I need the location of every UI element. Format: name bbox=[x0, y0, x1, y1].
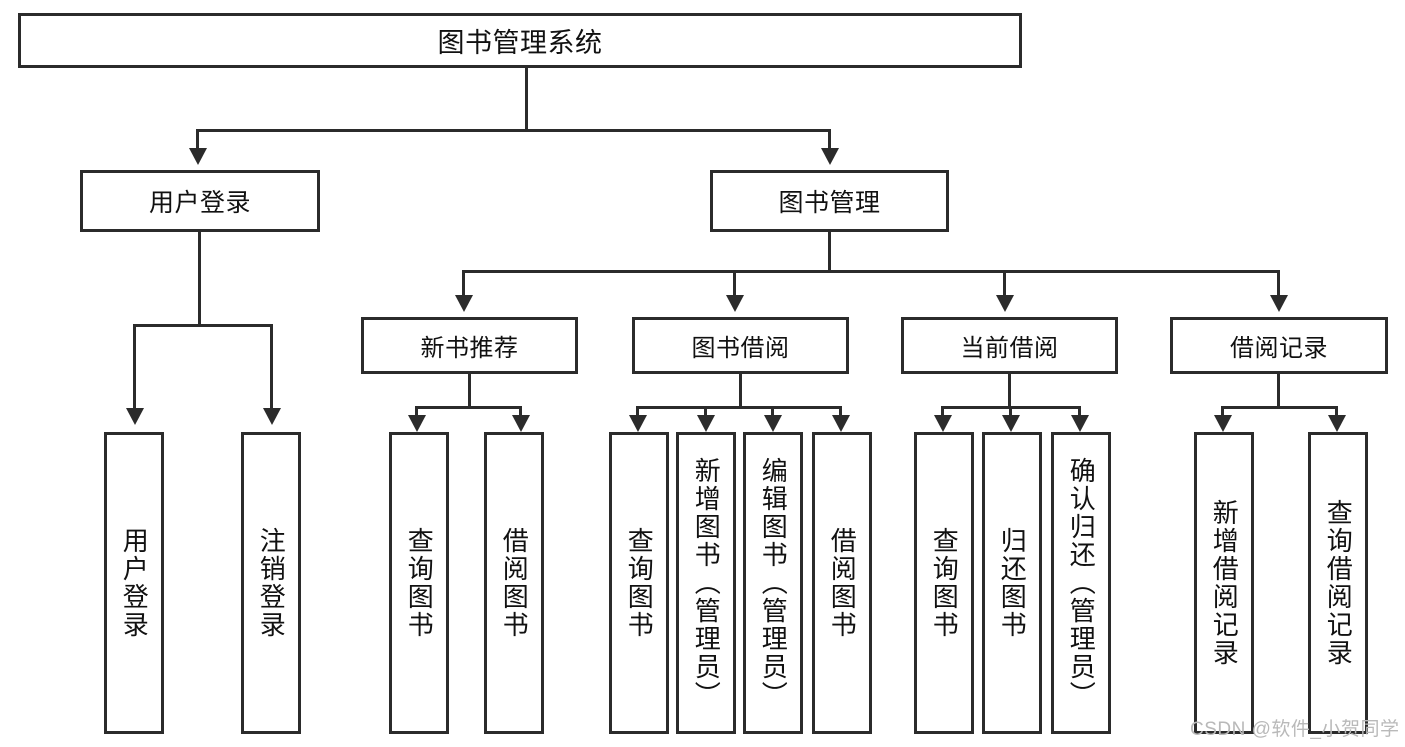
node-label: 图书借阅 bbox=[691, 335, 790, 362]
arrow-to-borrow-book-1 bbox=[512, 415, 530, 432]
arrow-to-query-book-3 bbox=[934, 415, 952, 432]
node-new-book-recommend[interactable]: 新书推荐 bbox=[361, 317, 578, 374]
connector-cb-drop-1 bbox=[941, 406, 944, 416]
connector-user-login-stem bbox=[198, 232, 201, 325]
connector-br-bar bbox=[1221, 406, 1338, 409]
node-current-borrow[interactable]: 当前借阅 bbox=[901, 317, 1118, 374]
node-label: 当前借阅 bbox=[960, 335, 1059, 362]
arrow-to-borrow-record bbox=[1270, 295, 1288, 312]
connector-nbr-bar bbox=[415, 406, 522, 409]
connector-bb-drop-1 bbox=[636, 406, 639, 416]
leaf-query-book-2[interactable]: 查询图书 bbox=[609, 432, 669, 734]
node-book-management[interactable]: 图书管理 bbox=[710, 170, 949, 232]
arrow-to-new-book-recommend bbox=[455, 295, 473, 312]
connector-nbr-drop-1 bbox=[415, 406, 418, 416]
arrow-to-logout bbox=[263, 408, 281, 425]
connector-bb-drop-4 bbox=[839, 406, 842, 416]
node-label: 新书推荐 bbox=[420, 335, 519, 362]
arrow-to-return-book bbox=[1002, 415, 1020, 432]
arrow-to-user-login bbox=[189, 148, 207, 165]
leaf-confirm-return[interactable]: 确认归还（管理员） bbox=[1051, 432, 1111, 734]
connector-user-login-bar bbox=[133, 324, 273, 327]
connector-bm-drop-2 bbox=[733, 270, 736, 296]
connector-book-management-bar bbox=[462, 270, 1280, 273]
arrow-to-edit-book bbox=[764, 415, 782, 432]
node-label: 用户登录 bbox=[119, 527, 150, 639]
arrow-to-current-borrow bbox=[996, 295, 1014, 312]
node-label: 查询借阅记录 bbox=[1323, 499, 1354, 667]
connector-root-left-drop bbox=[196, 129, 199, 149]
connector-br-stem bbox=[1277, 374, 1280, 407]
connector-bm-drop-1 bbox=[462, 270, 465, 296]
node-label: 图书管理系统 bbox=[437, 28, 603, 58]
leaf-borrow-book-2[interactable]: 借阅图书 bbox=[812, 432, 872, 734]
node-label: 确认归还（管理员） bbox=[1066, 457, 1097, 709]
node-label: 借阅图书 bbox=[499, 527, 530, 639]
arrow-to-login bbox=[126, 408, 144, 425]
leaf-logout[interactable]: 注销登录 bbox=[241, 432, 301, 734]
leaf-query-record[interactable]: 查询借阅记录 bbox=[1308, 432, 1368, 734]
node-label: 借阅记录 bbox=[1230, 335, 1328, 362]
node-label: 查询图书 bbox=[404, 527, 435, 639]
connector-user-login-drop-1 bbox=[133, 324, 136, 409]
node-book-borrow[interactable]: 图书借阅 bbox=[632, 317, 849, 374]
node-user-login[interactable]: 用户登录 bbox=[80, 170, 320, 232]
leaf-query-book-3[interactable]: 查询图书 bbox=[914, 432, 974, 734]
connector-cb-drop-2 bbox=[1009, 406, 1012, 416]
connector-bb-bar bbox=[636, 406, 842, 409]
node-label: 归还图书 bbox=[997, 527, 1028, 639]
node-label: 新增借阅记录 bbox=[1209, 499, 1240, 667]
node-label: 查询图书 bbox=[929, 527, 960, 639]
leaf-add-book[interactable]: 新增图书（管理员） bbox=[676, 432, 736, 734]
arrow-to-query-record bbox=[1328, 415, 1346, 432]
node-root-system[interactable]: 图书管理系统 bbox=[18, 13, 1022, 68]
arrow-to-query-book-2 bbox=[629, 415, 647, 432]
connector-cb-stem bbox=[1008, 374, 1011, 407]
leaf-borrow-book-1[interactable]: 借阅图书 bbox=[484, 432, 544, 734]
connector-bb-drop-2 bbox=[704, 406, 707, 416]
connector-nbr-stem bbox=[468, 374, 471, 407]
connector-bb-drop-3 bbox=[771, 406, 774, 416]
connector-br-drop-1 bbox=[1221, 406, 1224, 416]
connector-bm-drop-3 bbox=[1003, 270, 1006, 296]
arrow-to-borrow-book-2 bbox=[832, 415, 850, 432]
node-label: 查询图书 bbox=[624, 527, 655, 639]
connector-root-stem bbox=[525, 68, 528, 130]
node-label: 借阅图书 bbox=[827, 527, 858, 639]
node-label: 编辑图书（管理员） bbox=[758, 457, 789, 709]
connector-nbr-drop-2 bbox=[519, 406, 522, 416]
arrow-to-confirm-return bbox=[1071, 415, 1089, 432]
connector-book-management-stem bbox=[828, 232, 831, 271]
node-label: 注销登录 bbox=[256, 527, 287, 639]
connector-br-drop-2 bbox=[1335, 406, 1338, 416]
connector-cb-drop-3 bbox=[1078, 406, 1081, 416]
connector-bm-drop-4 bbox=[1277, 270, 1280, 296]
node-label: 新增图书（管理员） bbox=[691, 457, 722, 709]
leaf-query-book-1[interactable]: 查询图书 bbox=[389, 432, 449, 734]
connector-root-bar bbox=[196, 129, 830, 132]
connector-root-right-drop bbox=[828, 129, 831, 149]
node-label: 用户登录 bbox=[148, 189, 251, 217]
node-label: 图书管理 bbox=[778, 189, 881, 217]
arrow-to-add-book bbox=[697, 415, 715, 432]
leaf-login[interactable]: 用户登录 bbox=[104, 432, 164, 734]
arrow-to-add-record bbox=[1214, 415, 1232, 432]
leaf-add-record[interactable]: 新增借阅记录 bbox=[1194, 432, 1254, 734]
leaf-return-book[interactable]: 归还图书 bbox=[982, 432, 1042, 734]
connector-bb-stem bbox=[739, 374, 742, 407]
connector-user-login-drop-2 bbox=[270, 324, 273, 409]
node-borrow-record[interactable]: 借阅记录 bbox=[1170, 317, 1388, 374]
arrow-to-query-book-1 bbox=[408, 415, 426, 432]
arrow-to-book-borrow bbox=[726, 295, 744, 312]
leaf-edit-book[interactable]: 编辑图书（管理员） bbox=[743, 432, 803, 734]
arrow-to-book-management bbox=[821, 148, 839, 165]
